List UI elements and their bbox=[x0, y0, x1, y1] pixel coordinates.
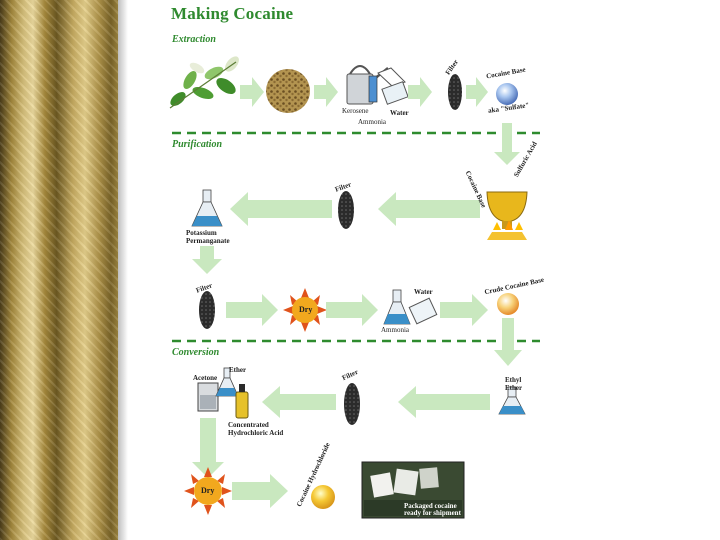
arrow bbox=[378, 192, 480, 226]
border-shadow bbox=[118, 0, 128, 540]
label-dry: Dry bbox=[299, 305, 313, 314]
section-heading-extraction: Extraction bbox=[172, 34, 216, 45]
ammonia-water-flask-illustration bbox=[383, 289, 438, 325]
cocaine-base-sphere bbox=[496, 83, 518, 105]
arrow bbox=[466, 77, 488, 107]
coca-leaves-illustration bbox=[169, 56, 239, 109]
arrow bbox=[240, 77, 264, 107]
arrow bbox=[262, 386, 336, 418]
arrow bbox=[230, 192, 332, 226]
arrow bbox=[314, 77, 338, 107]
arrow bbox=[408, 77, 432, 107]
dry-sun-icon bbox=[184, 467, 232, 515]
arrow bbox=[232, 474, 288, 508]
label-ethyl: Ethyl bbox=[505, 376, 522, 384]
label-permanganate: Permanganate bbox=[186, 237, 230, 245]
potassium-permanganate-flask-illustration bbox=[191, 189, 223, 227]
cocaine-hydrochloride-sphere bbox=[311, 485, 335, 509]
filter-icon bbox=[199, 291, 215, 329]
label-acetone: Acetone bbox=[193, 374, 218, 382]
filter-icon bbox=[344, 383, 360, 425]
label-ammonia: Ammonia bbox=[381, 326, 409, 334]
section-heading-purification: Purification bbox=[172, 139, 223, 150]
sulfuric-acid-bowl-illustration bbox=[486, 191, 528, 240]
filter-icon bbox=[448, 74, 462, 110]
arrow bbox=[226, 294, 278, 326]
label-water: Water bbox=[390, 109, 409, 117]
label-hydrochloric-acid: Hydrochloric Acid bbox=[228, 429, 284, 437]
arrow bbox=[326, 294, 378, 326]
label-kerosene: Kerosene bbox=[342, 107, 369, 115]
acetone-ether-hcl-illustration bbox=[197, 367, 249, 419]
kerosene-watering-can-illustration bbox=[346, 65, 409, 105]
label-water: Water bbox=[414, 288, 433, 296]
section-heading-conversion: Conversion bbox=[172, 347, 220, 358]
label-potassium: Potassium bbox=[186, 229, 217, 237]
page-title: Making Cocaine bbox=[171, 4, 294, 23]
label-ready-for-shipment: ready for shipment bbox=[404, 509, 461, 517]
filter-icon bbox=[338, 191, 354, 229]
label-ether: Ether bbox=[229, 366, 247, 374]
label-ether: Ether bbox=[505, 384, 523, 392]
crude-cocaine-base-sphere bbox=[497, 293, 519, 315]
arrow bbox=[192, 418, 224, 478]
arrow bbox=[398, 386, 490, 418]
label-ammonia: Ammonia bbox=[358, 118, 386, 126]
dry-sun-icon bbox=[283, 288, 327, 332]
arrow bbox=[494, 318, 522, 366]
label-dry: Dry bbox=[201, 486, 215, 495]
arrow bbox=[440, 294, 488, 326]
chopped-leaves-illustration bbox=[266, 69, 310, 113]
packaged-cocaine-photo bbox=[361, 461, 465, 519]
arrow bbox=[192, 246, 222, 274]
label-concentrated: Concentrated bbox=[228, 421, 269, 429]
ethyl-ether-flask-illustration bbox=[498, 386, 526, 415]
label-packaged-cocaine: Packaged cocaine bbox=[404, 502, 457, 510]
arrow bbox=[494, 123, 520, 165]
gold-border-decoration bbox=[0, 0, 118, 540]
